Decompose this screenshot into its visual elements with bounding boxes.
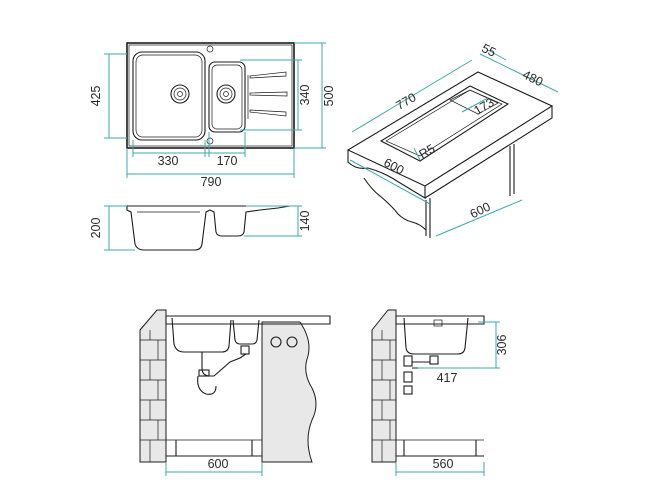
cabinet-side xyxy=(261,321,317,463)
side-siphon-icon xyxy=(403,355,439,395)
dim-55: 55 xyxy=(479,41,498,60)
dim-170: 170 xyxy=(217,154,238,168)
dim-560: 560 xyxy=(433,457,454,471)
tap-hole-icon xyxy=(206,45,214,53)
side-bowl xyxy=(403,317,469,355)
dim-340: 340 xyxy=(298,85,312,106)
small-drain-icon xyxy=(216,84,236,104)
siphon-icon xyxy=(197,345,250,395)
dim-417: 417 xyxy=(437,371,458,385)
countertop-side xyxy=(395,315,485,325)
sink-cutout xyxy=(379,85,510,162)
side-install-view: 306 417 560 xyxy=(371,309,509,476)
top-view: 425 340 500 330 170 790 xyxy=(89,42,336,189)
dim-480: 480 xyxy=(520,68,545,90)
tap-hole-right-icon xyxy=(286,336,298,348)
dim-600-side: 600 xyxy=(468,200,493,222)
iso-view: 770 480 55 173 R5 600 600 xyxy=(346,41,559,238)
tap-hole-left-icon xyxy=(270,336,282,348)
small-bowl xyxy=(208,61,246,133)
overflow-icon xyxy=(206,137,214,145)
section-profile xyxy=(126,205,291,251)
dim-306: 306 xyxy=(495,335,509,356)
front-install-view: 600 xyxy=(139,309,331,476)
dim-200: 200 xyxy=(89,218,103,239)
dim-r5: R5 xyxy=(417,141,438,161)
section-view: 200 140 xyxy=(89,205,312,251)
big-bowl xyxy=(132,51,206,141)
drainer-grooves xyxy=(247,71,288,119)
left-wall xyxy=(139,309,167,463)
dim-330: 330 xyxy=(158,154,179,168)
big-drain-icon xyxy=(170,84,190,104)
dim-790: 790 xyxy=(201,175,222,189)
front-bowl-big xyxy=(171,317,232,353)
dim-500: 500 xyxy=(322,86,336,107)
dim-140: 140 xyxy=(298,211,312,232)
countertop-front xyxy=(165,315,331,325)
countertop-top xyxy=(346,71,554,187)
side-wall xyxy=(371,309,397,463)
dim-600-cabinet: 600 xyxy=(208,457,229,471)
sink-outline xyxy=(126,42,295,149)
dim-425: 425 xyxy=(89,86,103,107)
front-bowl-small xyxy=(232,319,260,345)
